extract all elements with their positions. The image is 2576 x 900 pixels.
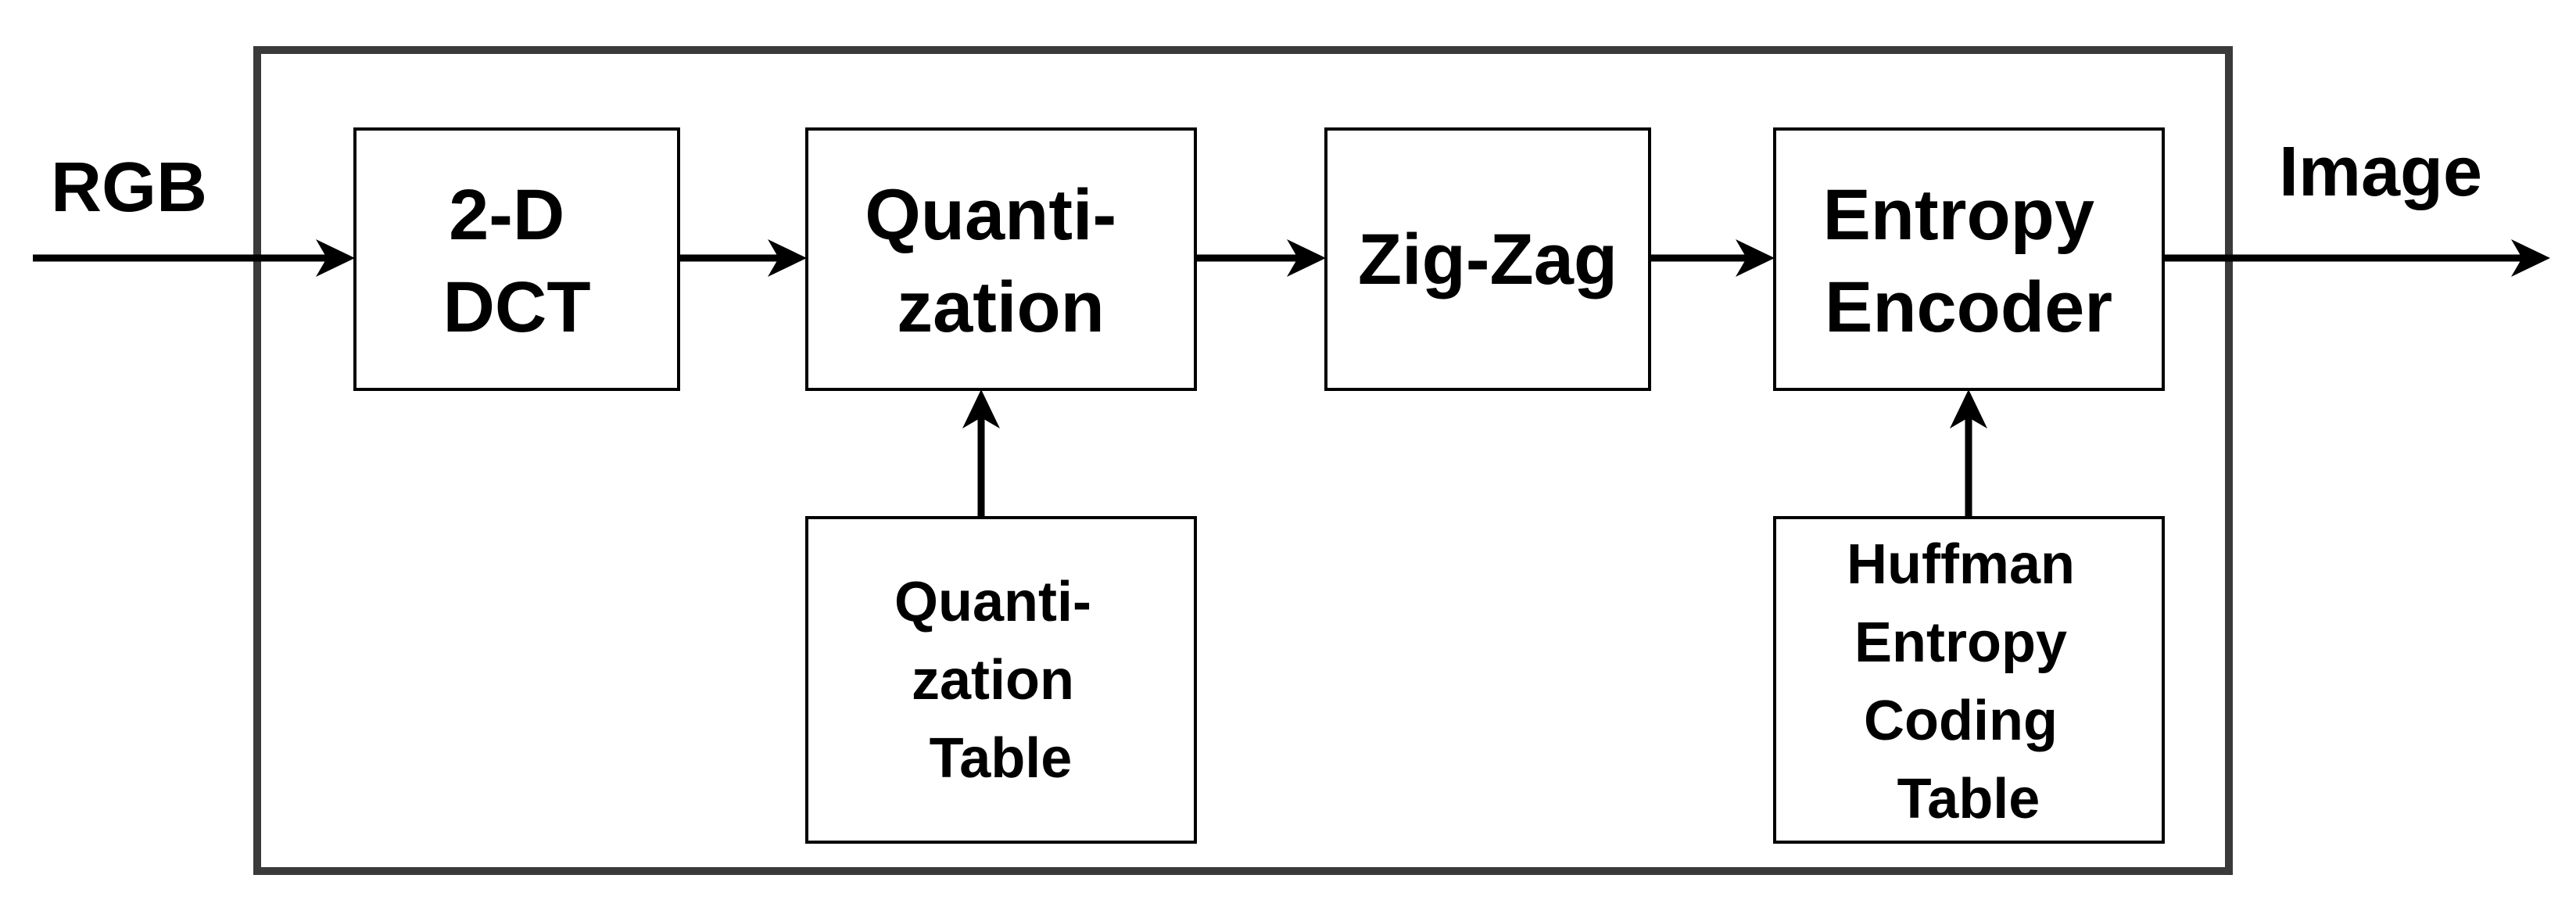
huffman-table-label-line-2: Entropy xyxy=(1854,611,2067,674)
arrow-zigzag-to-entropy-encoder xyxy=(1650,239,1775,277)
huffman-table-label-line-1: Huffman xyxy=(1847,533,2075,596)
huffman-table-label-line-3: Coding xyxy=(1864,690,2058,752)
dct-label-line-2: DCT xyxy=(442,267,590,347)
quantization-label-line-2: zation xyxy=(897,267,1105,347)
quantization-table-block: Quanti- zation Table xyxy=(805,516,1197,844)
input-label: RGB xyxy=(51,149,207,227)
quantization-block: Quanti- zation xyxy=(805,127,1197,391)
svg-text:Zig-Zag: Zig-Zag xyxy=(1358,220,1618,299)
arrow-huffman-table-to-entropy-encoder xyxy=(1950,389,1987,518)
arrow-quantization-to-zigzag xyxy=(1195,239,1326,277)
quantization-table-label-line-2: zation xyxy=(912,649,1074,712)
svg-text:Entropy Encoder: Entropy Encoder xyxy=(1822,175,2114,347)
arrow-quantization-table-to-quantization xyxy=(962,389,1000,518)
svg-text:2-D DCT: 2-D DCT xyxy=(442,175,590,347)
svg-text:Huffman Entropy Co: Huffman Entropy Coding Table xyxy=(1847,533,2091,830)
zigzag-label: Zig-Zag xyxy=(1358,220,1618,299)
entropy-encoder-label-line-1: Entropy xyxy=(1822,175,2094,255)
entropy-encoder-block: Entropy Encoder xyxy=(1773,127,2165,391)
zigzag-block: Zig-Zag xyxy=(1324,127,1651,391)
huffman-table-label-line-4: Table xyxy=(1897,768,2040,830)
quantization-table-label-line-3: Table xyxy=(930,727,1073,790)
svg-text:Quanti- zation: Quanti- zation xyxy=(865,175,1137,347)
entropy-encoder-label-line-2: Encoder xyxy=(1825,267,2112,347)
dct-block: 2-D DCT xyxy=(353,127,680,391)
output-label: Image xyxy=(2279,133,2482,211)
svg-text:Quanti- zation Tab: Quanti- zation Table xyxy=(894,571,1107,790)
encoder-container xyxy=(253,46,2233,875)
dct-label-line-1: 2-D xyxy=(449,175,564,255)
output-arrow xyxy=(2163,239,2550,277)
huffman-table-block: Huffman Entropy Coding Table xyxy=(1773,516,2165,844)
input-arrow xyxy=(33,239,355,277)
quantization-label-line-1: Quanti- xyxy=(865,175,1116,255)
arrow-dct-to-quantization xyxy=(679,239,807,277)
quantization-table-label-line-1: Quanti- xyxy=(894,571,1091,633)
